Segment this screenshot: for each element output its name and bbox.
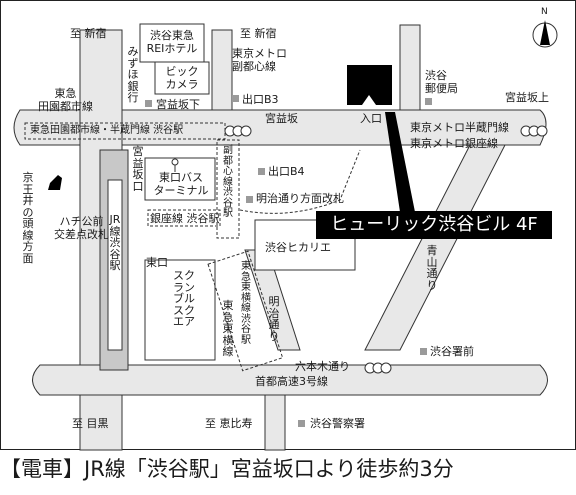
compass-icon [532,20,558,48]
rei-hotel-label: 渋谷東急 REIホテル [146,29,198,55]
exit-b3-label: 出口B3 [242,93,279,106]
mizuho-label: みずほ銀行 [127,45,139,105]
exit-b4-marker [258,168,265,175]
road-north-east [399,24,421,111]
hachiko-icon [48,175,62,190]
post-office-marker [425,98,432,105]
bus-terminal-label: 東口バス ターミナル [153,171,209,197]
road-shutoko [32,364,548,396]
roppongi-marker [364,362,392,374]
fukutoshin-station-outline [216,139,240,239]
ginza-station-outline [147,209,221,227]
meiji-gate-label: 明治通り方面改札 [256,192,344,205]
miyamasuzaka-road-label: 宮益坂 [265,112,298,125]
entrance-label: 入口 [360,112,382,125]
shutoko-label: 首都高速3号線 [255,375,328,388]
block-rei-hotel [139,23,205,63]
fukutoshin-station-label: 副都心線渋谷駅 [223,145,233,219]
ginza-line-label: 東京メトロ銀座線 [410,137,498,150]
bic-camera-label: ビック カメラ [165,65,199,91]
meiji-gate-path [239,149,361,214]
police-front-marker [420,348,427,355]
block-bic-camera [154,61,210,95]
hanzomon-station-marker [520,125,548,137]
toyoko-station-label: 東急東横線渋谷駅 [241,261,251,346]
scramble-label: スクランブルスクエア [173,269,195,329]
road-south [264,394,286,451]
miyamasuzaka-shita-label: 宮益坂下 [156,98,200,111]
access-footer: 【電車】JR線「渋谷駅」宮益坂口より徒歩約3分 [0,457,454,481]
post-office-label: 渋谷 郵便局 [425,69,458,95]
meiji-road-label: 明治通り [268,295,280,343]
police-station-marker [298,420,305,427]
to-shinjuku-right-label: 至 新宿 [240,27,277,40]
police-station-label: 渋谷警察署 [310,417,365,430]
hikarie-label: 渋谷ヒカリエ [265,241,331,254]
toyoko-line-label: 東急東横線 [222,299,234,359]
meiji-gate-marker [246,196,253,203]
to-meguro-label: 至 目黒 [72,417,109,430]
bus-stop-icon [171,158,179,172]
miyamasu-marker [145,100,152,107]
roppongi-road-label: 六本木通り [295,360,350,373]
road-main-horizontal [13,109,547,146]
exit-b4-label: 出口B4 [268,165,305,178]
den-station-label: 東急田園都市線・半蔵門線 渋谷駅 [30,125,184,136]
jr-station-label: JR線 渋谷駅 [109,213,121,273]
hanzomon-label: 東京メトロ半蔵門線 [410,121,509,134]
metro-fukutoshin-label: 東京メトロ 副都心線 [232,47,287,73]
to-shinjuku-left-label: 至 新宿 [70,27,107,40]
road-aoyama-diagonal [364,144,506,351]
destination-callout: ヒューリック渋谷ビル 4F [316,211,552,239]
east-exit-label: 東口 [146,256,168,269]
ginza-station-label: 銀座線 渋谷駅 [150,212,220,225]
miyamasu-exit-label: 宮益坂口 [132,145,144,193]
compass-letter: N [541,7,548,17]
hachiko-label: ハチ公前 交差点改札 [54,215,109,241]
keio-line-label: 京王井の頭線方面 [22,171,34,265]
jr-platform [107,179,123,351]
den-station-marker [224,125,252,137]
block-scramble [144,259,216,361]
entrance-marker [362,95,376,105]
aoyama-road-label: 青山通り [426,244,438,292]
police-front-label: 渋谷署前 [430,345,474,358]
to-ebisu-label: 至 恵比寿 [205,417,253,430]
block-bus-terminal [144,157,216,201]
road-center-vertical [211,29,233,111]
destination-pointer [385,112,415,212]
miyamasuzaka-top-label: 宮益坂上 [505,91,549,104]
toyoko-den-label: 東急 田園都市線 [38,87,93,113]
exit-b3-marker [232,95,239,102]
